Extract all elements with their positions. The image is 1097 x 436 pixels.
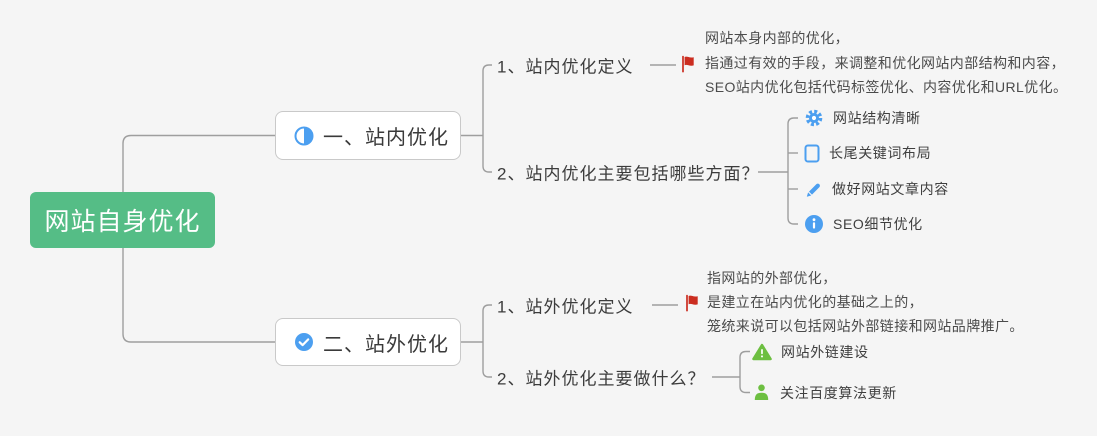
branch-topic-label: 二、站外优化 — [323, 333, 449, 356]
root-topic-label: 网站自身优化 — [44, 208, 201, 236]
subtopic-offsite-definition[interactable]: 1、站外优化定义 — [497, 297, 634, 317]
note-line: 笼统来说可以包括网站外部链接和网站品牌推广。 — [707, 318, 1024, 334]
subtopic-onsite-definition[interactable]: 1、站内优化定义 — [497, 57, 634, 77]
branch-topic-offsite[interactable]: 二、站外优化 — [275, 318, 461, 366]
leaf-topic-seo-details[interactable]: SEO细节优化 — [804, 214, 923, 234]
flag-icon — [684, 294, 701, 312]
person-icon — [752, 383, 771, 402]
leaf-topic-longtail-keywords[interactable]: 长尾关键词布局 — [804, 143, 931, 163]
branch-topic-label: 一、站内优化 — [323, 127, 449, 149]
check-circle-icon — [294, 332, 314, 352]
gear-icon — [804, 108, 824, 128]
leaf-topic-label: 做好网站文章内容 — [832, 181, 949, 197]
connector-branch1-bracket — [482, 64, 492, 173]
note-line: SEO站内优化包括代码标签优化、内容优化和URL优化。 — [705, 79, 1068, 96]
tablet-icon — [804, 144, 820, 163]
note-line: 是建立在站内优化的基础之上的， — [707, 294, 923, 310]
leaf-topic-label: 网站结构清晰 — [833, 110, 921, 126]
note-onsite-definition[interactable]: 网站本身内部的优化， 指通过有效的手段，来调整和优化网站内部结构和内容， SEO… — [705, 26, 1067, 100]
leaf-topic-label: 长尾关键词布局 — [829, 145, 932, 161]
leaf-topic-article-content[interactable]: 做好网站文章内容 — [804, 179, 949, 199]
subtopic-onsite-aspects[interactable]: 2、站内优化主要包括哪些方面？ — [497, 164, 760, 184]
half-circle-icon — [294, 126, 314, 146]
leaf-topic-label: 网站外链建设 — [781, 343, 869, 360]
note-offsite-definition[interactable]: 指网站的外部优化， 是建立在站内优化的基础之上的， 笼统来说可以包括网站外部链接… — [707, 266, 1024, 338]
pencil-icon — [804, 180, 823, 199]
leaf-topic-site-structure[interactable]: 网站结构清晰 — [804, 108, 921, 128]
subtopic-offsite-tasks[interactable]: 2、站外优化主要做什么？ — [497, 369, 706, 389]
flag-icon — [680, 55, 697, 73]
note-line: 网站本身内部的优化， — [705, 30, 849, 46]
leaf-topic-backlink-building[interactable]: 网站外链建设 — [752, 342, 869, 362]
warning-triangle-icon — [752, 343, 772, 361]
connector-branch2-bracket — [482, 304, 492, 378]
leaf-topic-label: SEO细节优化 — [833, 216, 923, 232]
leaf-topic-label: 关注百度算法更新 — [780, 384, 897, 401]
info-icon — [804, 214, 824, 234]
note-line: 指通过有效的手段，来调整和优化网站内部结构和内容， — [705, 54, 1065, 71]
branch-topic-onsite[interactable]: 一、站内优化 — [275, 111, 461, 160]
root-topic[interactable]: 网站自身优化 — [30, 192, 215, 248]
note-line: 指网站的外部优化， — [707, 270, 837, 286]
connector-items2-bracket — [739, 350, 750, 394]
connector-items1-bracket — [787, 117, 798, 225]
leaf-topic-baidu-algorithm[interactable]: 关注百度算法更新 — [752, 383, 897, 403]
